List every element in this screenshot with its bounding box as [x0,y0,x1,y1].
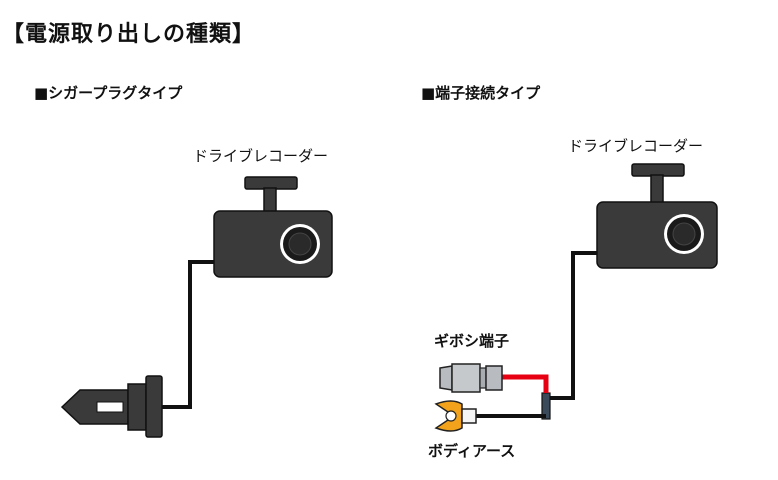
gibosi-terminal-tip [439,365,453,391]
terminal-connection-type-heading: ■端子接続タイプ [421,84,541,102]
body-earth-label: ボディアース [428,442,516,460]
left-camera-label: ドライブレコーダー [193,147,329,165]
left-camera-mount-stem [263,187,277,213]
gibosi-terminal-crimp [485,365,503,391]
ring-terminal-sleeve [461,408,477,424]
ring-terminal [434,400,477,432]
right-power-cable [550,251,597,400]
cigar-plug-type-heading: ■シガープラグタイプ [34,84,183,102]
right-camera-label: ドライブレコーダー [568,137,704,155]
cigar-plug-grip [145,375,163,438]
left-dashcam [213,176,333,278]
left-power-cable [160,260,214,409]
left-camera-mount [244,176,298,190]
diagram-title: 【電源取り出しの種類】 [2,22,256,47]
gibosi-terminal-label: ギボシ端子 [434,332,510,350]
gibosi-terminal [439,363,503,393]
cigar-plug-collar [127,383,147,431]
red-wire [502,374,549,393]
cigar-plug [60,375,163,438]
right-camera-mount [631,163,685,177]
right-dashcam [596,163,718,269]
gibosi-terminal-sleeve [451,363,481,393]
right-camera-mount-stem [650,174,664,204]
cigar-plug-contact [96,401,124,413]
